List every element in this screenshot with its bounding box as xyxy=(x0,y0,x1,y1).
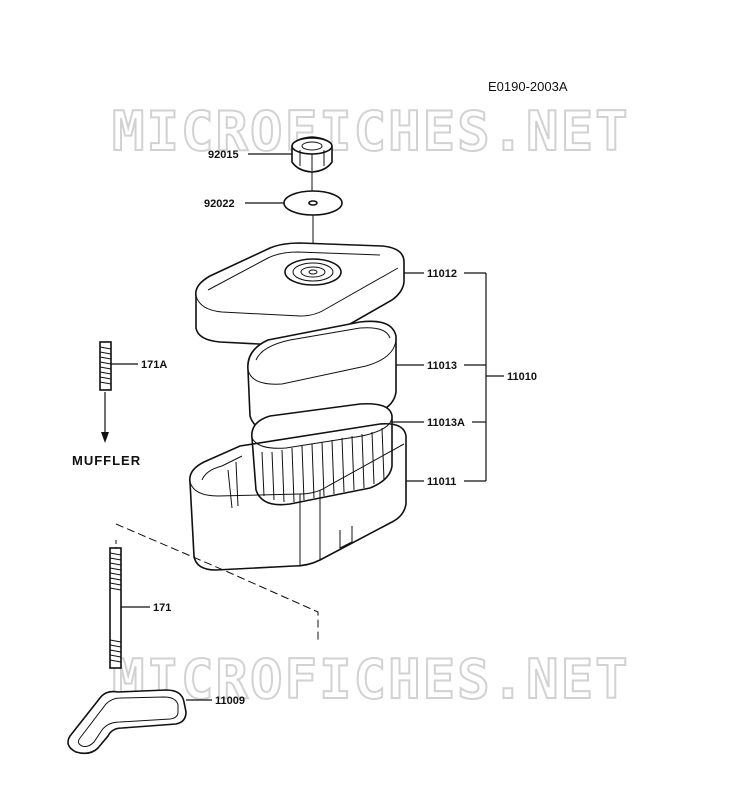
washer xyxy=(283,190,343,216)
label-stud-long: 171 xyxy=(153,602,171,614)
gasket xyxy=(67,689,187,755)
watermark-top: MICROFICHES.NET xyxy=(112,100,630,163)
label-muffler: MUFFLER xyxy=(72,453,141,468)
diagram-code: E0190-2003A xyxy=(488,79,568,94)
label-element: 11013A xyxy=(427,417,465,429)
label-case: 11011 xyxy=(427,476,456,488)
label-assembly: 11010 xyxy=(507,371,537,383)
stud-long xyxy=(109,547,122,669)
arrow-muffler-head xyxy=(101,432,109,443)
label-nut: 92015 xyxy=(208,149,239,161)
label-stud-short: 171A xyxy=(141,359,167,371)
air-cleaner-case xyxy=(188,422,407,571)
air-cleaner-cover xyxy=(194,242,405,347)
label-gasket: 11009 xyxy=(215,695,245,707)
watermark-bottom: MICROFICHES.NET xyxy=(112,648,630,711)
stud-short xyxy=(99,341,112,391)
filter-element xyxy=(251,402,393,506)
label-washer: 92022 xyxy=(204,198,235,210)
assembly-bracket xyxy=(464,272,504,482)
label-prefilter: 11013 xyxy=(427,360,457,372)
label-cover: 11012 xyxy=(427,268,457,280)
alignment-line xyxy=(115,523,319,640)
wing-nut xyxy=(291,136,333,173)
